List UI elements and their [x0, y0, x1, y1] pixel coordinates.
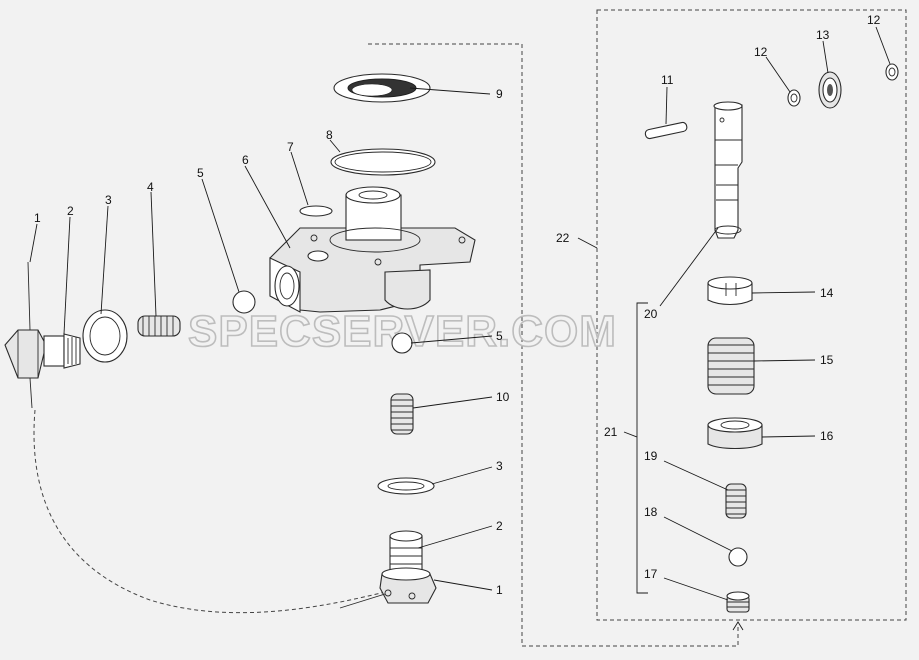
- label-5-left: 5: [197, 166, 204, 180]
- bolt-return-path: [33, 409, 386, 614]
- label-20: 20: [644, 307, 658, 321]
- label-1-bottom: 1: [496, 583, 503, 597]
- part-2-plug-bottom: [379, 530, 437, 604]
- assembly-22-box: [596, 9, 907, 621]
- label-12-b: 12: [867, 13, 881, 27]
- part-3-washer-left: [82, 309, 128, 363]
- part-15-spring-large: [707, 337, 755, 395]
- part-9-gasket: [333, 73, 431, 103]
- label-2-left: 2: [67, 204, 74, 218]
- part-3-washer-center: [377, 477, 435, 495]
- part-5-ball-left: [232, 290, 256, 314]
- part-13-bearing: [818, 71, 842, 109]
- label-5-center: 5: [496, 329, 503, 343]
- label-7: 7: [287, 140, 294, 154]
- part-12-washer-b: [885, 63, 899, 81]
- label-8: 8: [326, 128, 333, 142]
- label-22: 22: [556, 231, 570, 245]
- part-4-spring: [137, 315, 181, 337]
- part-1-wire-bottom: [339, 593, 386, 609]
- part-18-ball: [728, 547, 748, 567]
- part-10-spring: [390, 393, 414, 435]
- label-3-left: 3: [105, 193, 112, 207]
- label-17: 17: [644, 567, 658, 581]
- label-11: 11: [661, 73, 674, 87]
- part-16-sleeve: [707, 417, 763, 450]
- label-9: 9: [496, 87, 503, 101]
- part-17-screw: [726, 591, 750, 613]
- assembly-link-path: [368, 43, 739, 647]
- part-11-pin: [644, 121, 688, 140]
- part-19-spring-small: [725, 483, 747, 519]
- label-12-a: 12: [754, 45, 768, 59]
- leader-lines: [29, 26, 891, 601]
- part-1-hex-bolt-left: [4, 261, 81, 409]
- label-1-left: 1: [34, 211, 41, 225]
- label-10: 10: [496, 390, 510, 404]
- part-6-housing: [269, 186, 476, 313]
- label-3-center: 3: [496, 459, 503, 473]
- label-6: 6: [242, 153, 249, 167]
- label-14: 14: [820, 286, 834, 300]
- label-13: 13: [816, 28, 830, 42]
- assembly-link-arrow: [732, 621, 744, 631]
- label-2-bottom: 2: [496, 519, 503, 533]
- part-14-cup: [707, 276, 753, 306]
- label-21: 21: [604, 425, 618, 439]
- part-7-o-ring: [299, 205, 333, 217]
- label-18: 18: [644, 505, 658, 519]
- label-19: 19: [644, 449, 658, 463]
- label-15: 15: [820, 353, 834, 367]
- part-20-shaft: [713, 101, 743, 239]
- part-5-ball-center: [391, 332, 413, 354]
- part-12-washer-a: [787, 89, 801, 107]
- label-4: 4: [147, 180, 154, 194]
- assembly-21-bracket: [636, 302, 648, 594]
- part-8-seal-ring: [330, 148, 436, 176]
- label-16: 16: [820, 429, 834, 443]
